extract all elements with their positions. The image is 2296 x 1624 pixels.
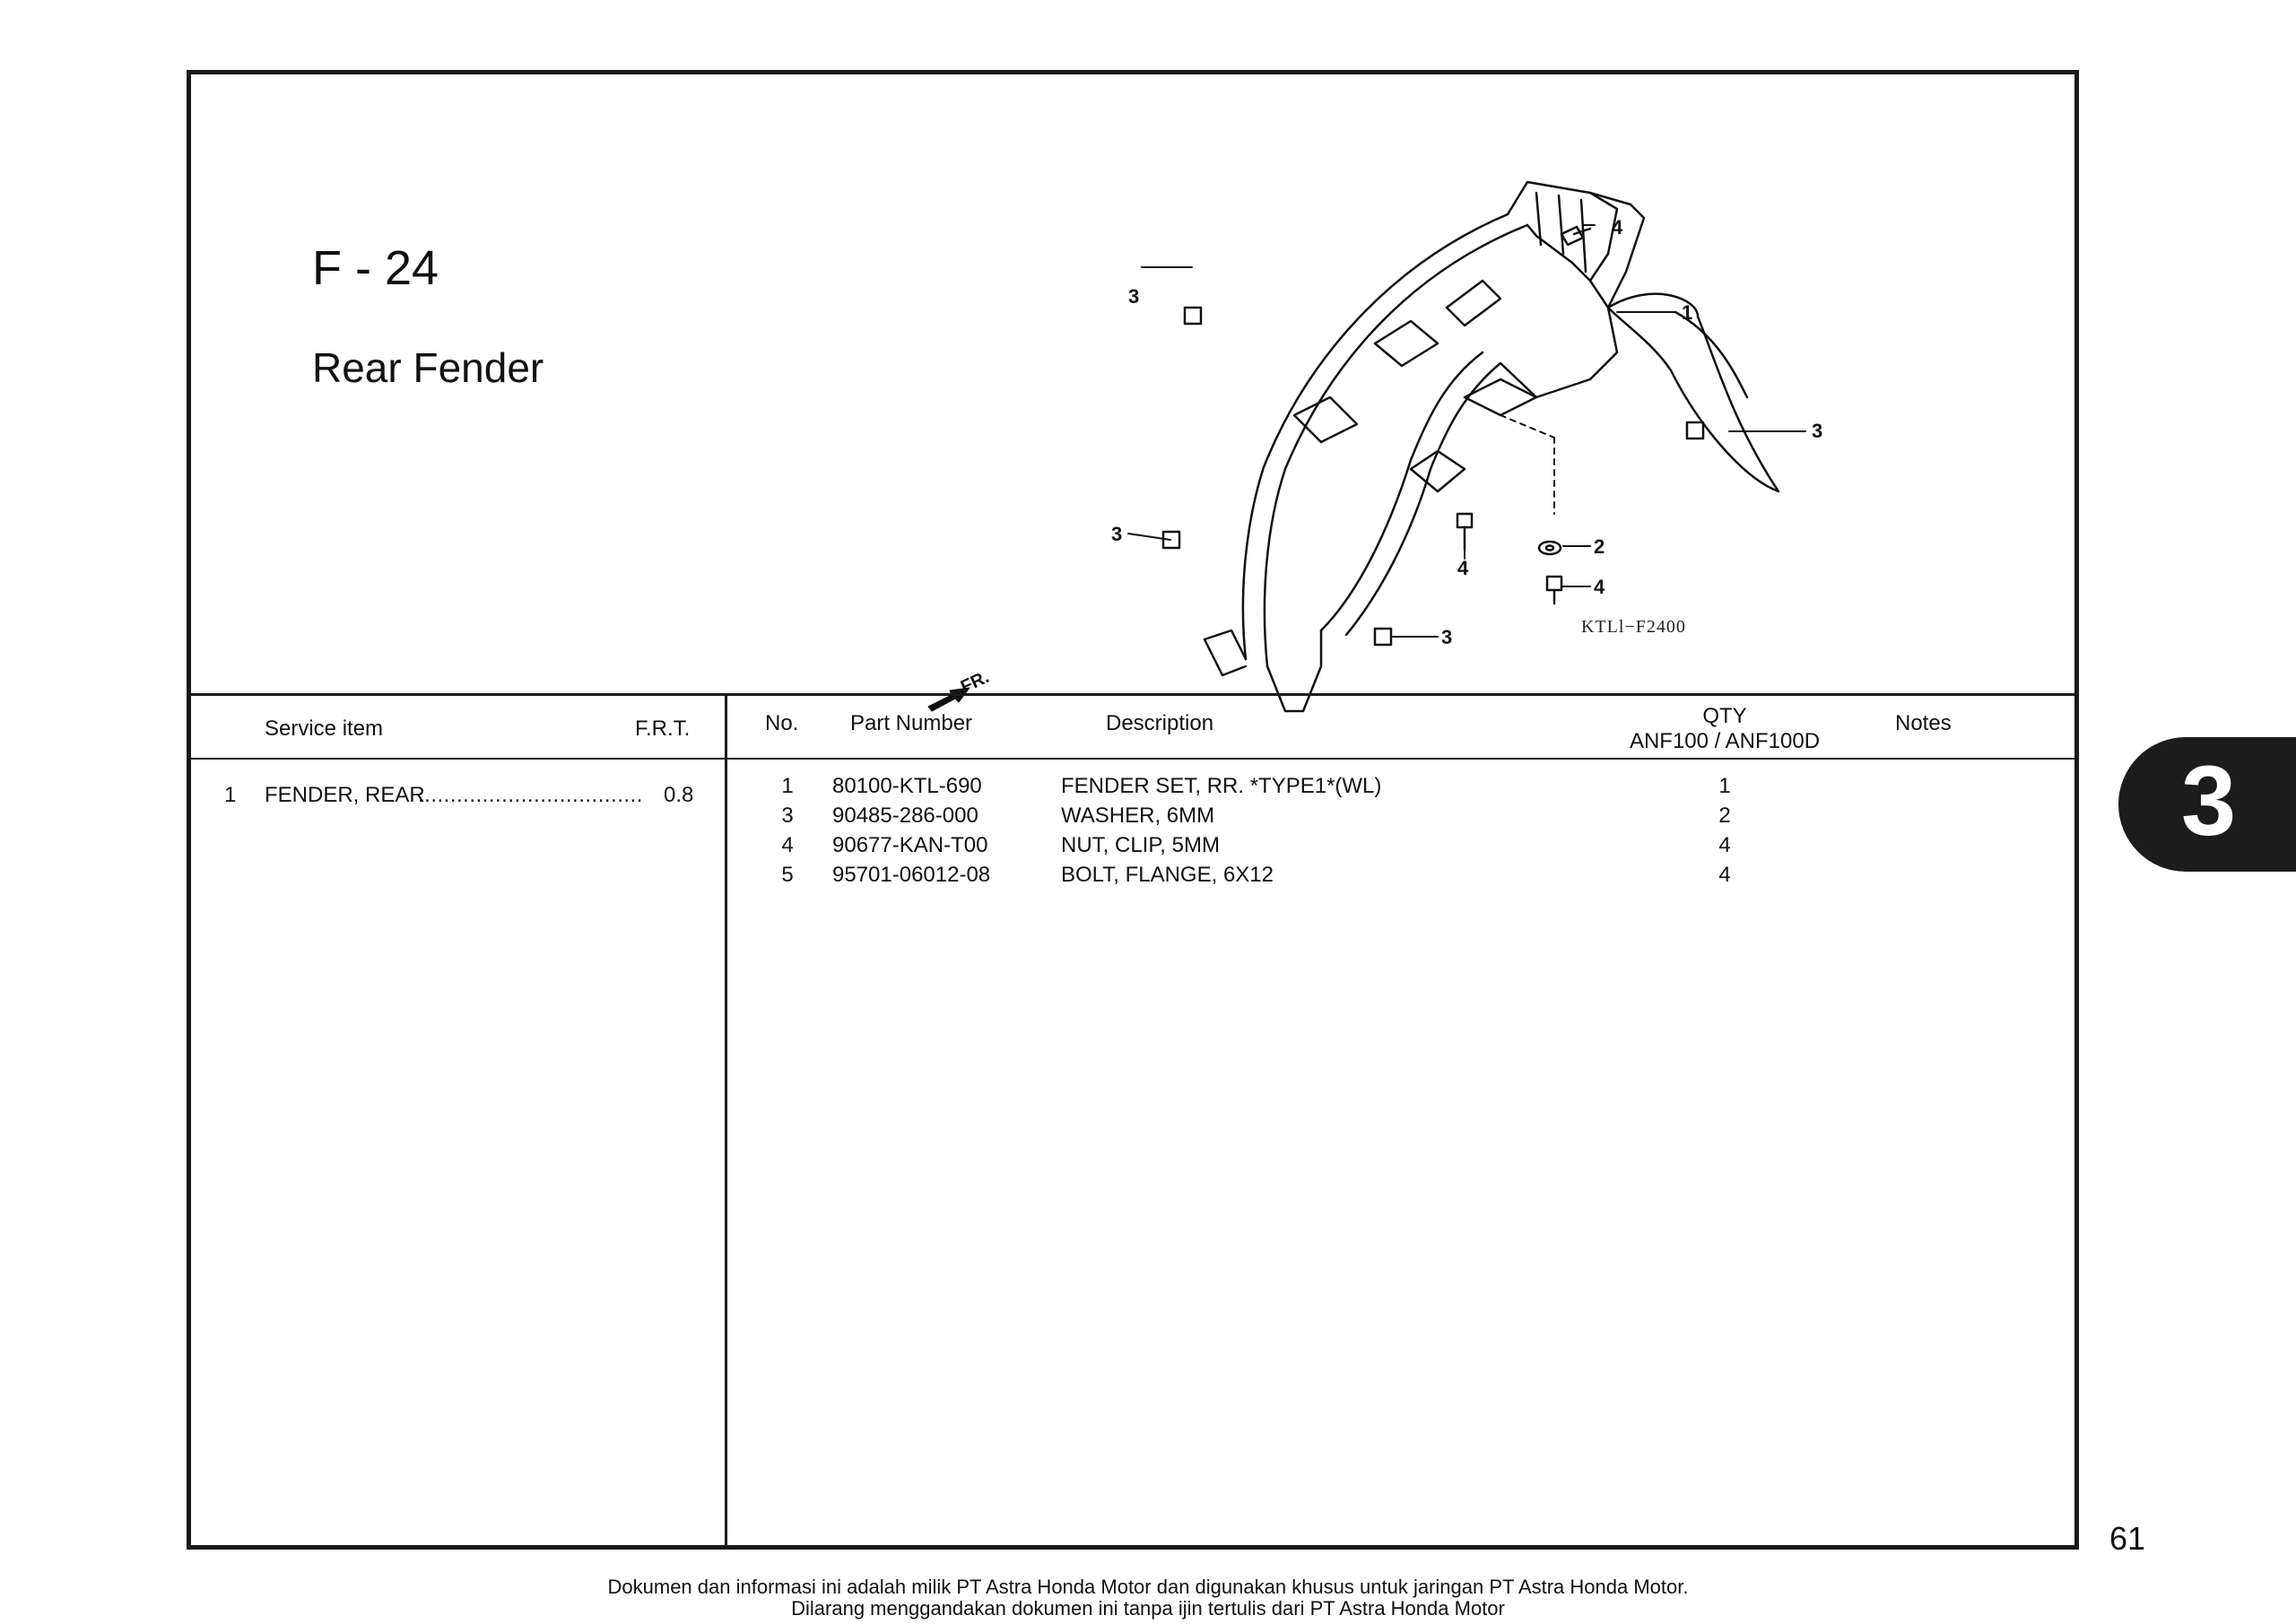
- service-row-leader: ...................................: [418, 783, 643, 807]
- callout-leaders: [1127, 224, 1806, 638]
- service-row-item: FENDER, REAR: [265, 783, 425, 807]
- row-no: 1: [781, 774, 794, 798]
- service-item-header: Service item: [265, 716, 384, 741]
- page-code: F - 24: [312, 241, 439, 295]
- callout-label: 4: [1457, 557, 1469, 579]
- row-description: NUT, CLIP, 5MM: [1061, 833, 1220, 857]
- callout-label: 3: [1128, 285, 1139, 308]
- section-tab: 3: [2118, 737, 2296, 872]
- row-qty: 2: [1718, 803, 1731, 828]
- row-part-number: 80100-KTL-690: [832, 774, 982, 798]
- row-description: FENDER SET, RR. *TYPE1*(WL): [1061, 774, 1382, 798]
- front-direction-arrow: FR.: [927, 667, 992, 712]
- callout-label: 2: [1594, 535, 1605, 558]
- washer-part: [1537, 540, 1562, 556]
- callout-label: 3: [1441, 626, 1452, 648]
- footer-line-2: Dilarang menggandakan dokumen ini tanpa …: [791, 1597, 1505, 1620]
- service-row-frt: 0.8: [664, 783, 694, 807]
- table-header-rule: [191, 758, 2074, 760]
- row-no: 4: [781, 833, 794, 857]
- frt-header: F.R.T.: [635, 716, 691, 741]
- page-title: Rear Fender: [312, 344, 544, 391]
- row-no: 5: [781, 863, 794, 887]
- row-part-number: 90677-KAN-T00: [832, 833, 988, 857]
- description-header: Description: [1106, 711, 1214, 735]
- row-qty: 1: [1718, 774, 1731, 798]
- footer-notice: Dokumen dan informasi ini adalah milik P…: [0, 1576, 2296, 1620]
- row-qty: 4: [1718, 863, 1731, 887]
- table-column-divider: [725, 693, 727, 1545]
- row-description: WASHER, 6MM: [1061, 803, 1215, 828]
- callout-label: 3: [1812, 420, 1822, 442]
- bolt-part: [1560, 225, 1592, 247]
- no-header: No.: [765, 711, 799, 735]
- callout-label: 3: [1111, 523, 1122, 545]
- qty-models-header: ANF100 / ANF100D: [1629, 729, 1821, 753]
- row-part-number: 90485-286-000: [832, 803, 978, 828]
- footer-line-1: Dokumen dan informasi ini adalah milik P…: [607, 1576, 1689, 1598]
- table-top-rule: [191, 693, 2074, 696]
- callout-label: 1: [1682, 301, 1692, 324]
- section-number: 3: [2181, 746, 2237, 856]
- rear-fender-part: [1203, 180, 1780, 713]
- row-qty: 4: [1718, 833, 1731, 857]
- callout-label: 4: [1612, 216, 1623, 239]
- notes-header: Notes: [1895, 711, 1952, 735]
- callout-label: 4: [1594, 576, 1605, 598]
- qty-header: QTY: [1702, 704, 1747, 728]
- row-description: BOLT, FLANGE, 6X12: [1061, 863, 1274, 887]
- part-number-header: Part Number: [850, 711, 973, 735]
- service-row-number: 1: [224, 783, 237, 807]
- row-no: 3: [781, 803, 794, 828]
- diagram-reference: KTLl−F2400: [1581, 617, 1686, 637]
- parts-page-frame: F - 24 Rear Fender: [187, 70, 2079, 1550]
- page-number: 61: [2109, 1520, 2146, 1557]
- flange-bolt-part: [1456, 512, 1563, 605]
- row-part-number: 95701-06012-08: [832, 863, 991, 887]
- rear-fender-diagram: 4 1 3 3 3 2 4 4 3 FR.: [927, 180, 1822, 713]
